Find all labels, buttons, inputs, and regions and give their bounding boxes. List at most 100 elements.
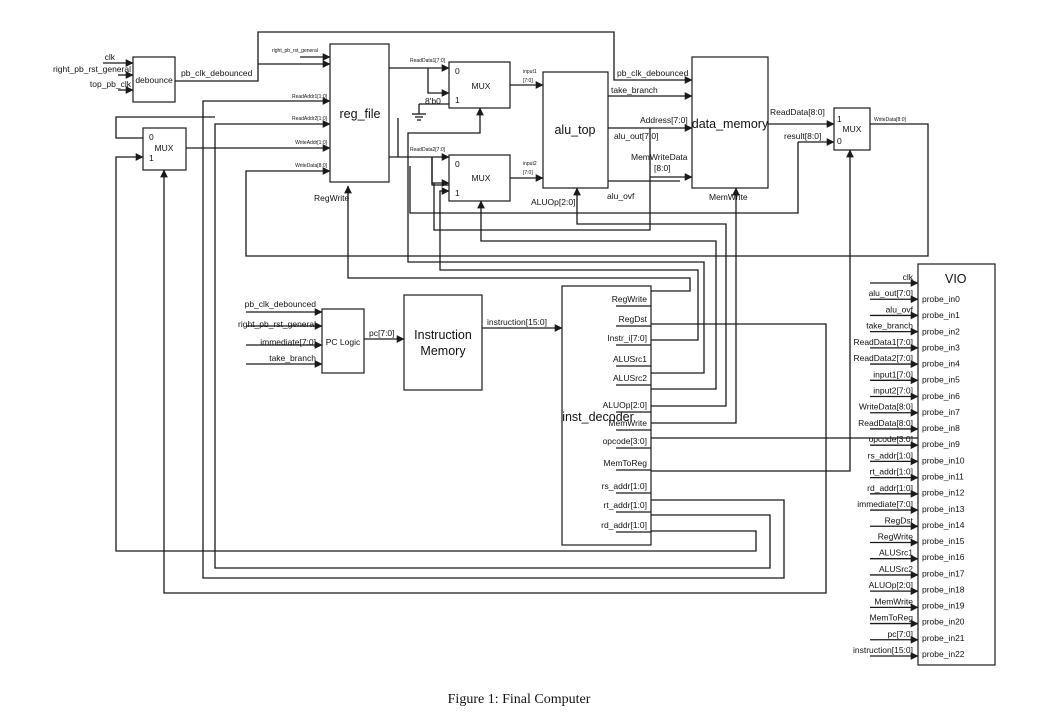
label-writeaddr: WriteAddr[1:0] xyxy=(295,140,327,146)
vio-probe-19: probe_in19 xyxy=(922,601,965,611)
svg-text:0: 0 xyxy=(149,132,154,142)
decoder-output-6: MemWrite xyxy=(608,418,647,428)
memtoreg-mux: MUX 1 0 xyxy=(833,107,871,151)
label-immediate-pc: immediate[7:0] xyxy=(260,337,316,347)
decoder-output-4: ALUSrc2 xyxy=(613,373,647,383)
svg-text:PC Logic: PC Logic xyxy=(326,337,361,347)
decoder-output-9: rs_addr[1:0] xyxy=(602,481,647,491)
label-pc: pc[7:0] xyxy=(369,328,395,338)
vio-probe-8: probe_in8 xyxy=(922,423,960,433)
svg-text:0: 0 xyxy=(455,159,460,169)
reg-file-block: reg_file xyxy=(329,43,390,183)
vio-input-2: alu_ovf xyxy=(886,304,914,314)
vio-input-21: MemToReg xyxy=(870,613,914,623)
vio-probe-22: probe_in22 xyxy=(922,649,965,659)
vio-input-23: instruction[15:0] xyxy=(853,645,913,655)
svg-text:0: 0 xyxy=(455,66,460,76)
vio-probe-7: probe_in7 xyxy=(922,407,960,417)
svg-text:1: 1 xyxy=(455,188,460,198)
svg-text:MUX: MUX xyxy=(472,81,491,91)
label-memwritedata: MemWriteData xyxy=(631,152,688,162)
wiring xyxy=(103,31,929,594)
vio-input-0: clk xyxy=(903,272,914,282)
label-input2-width: [7:0] xyxy=(523,170,533,176)
vio-input-16: RegWrite xyxy=(878,531,914,541)
decoder-output-7: opcode[3:0] xyxy=(603,436,647,446)
svg-text:MUX: MUX xyxy=(155,143,174,153)
alusrc2-mux: MUX 0 1 xyxy=(448,154,511,202)
vio-input-3: take_branch xyxy=(866,321,913,331)
label-rst-pc: right_pb_rst_general xyxy=(238,319,316,329)
vio-probe-1: probe_in1 xyxy=(922,310,960,320)
vio-probe-3: probe_in3 xyxy=(922,342,960,352)
svg-text:inst_decoder: inst_decoder xyxy=(562,410,634,424)
vio-probe-9: probe_in9 xyxy=(922,439,960,449)
label-take-branch: take_branch xyxy=(611,85,658,95)
label-take-branch-pc: take_branch xyxy=(269,353,316,363)
vio-probe-14: probe_in14 xyxy=(922,520,965,530)
vio-input-11: rs_addr[1:0] xyxy=(868,450,913,460)
label-readaddr2: ReadAddr2[1:0] xyxy=(292,116,328,122)
vio-input-labels: clk alu_out[7:0] alu_ovf take_branchReadDat… xyxy=(853,272,919,660)
decoder-output-8: MemToReg xyxy=(604,458,648,468)
vio-input-9: ReadData[8:0] xyxy=(858,418,913,428)
svg-text:Memory: Memory xyxy=(420,344,466,358)
svg-text:MUX: MUX xyxy=(843,124,862,134)
vio-probe-2: probe_in2 xyxy=(922,326,960,336)
vio-input-22: pc[7:0] xyxy=(887,629,913,639)
regdst-mux: MUX 0 1 xyxy=(142,127,187,171)
decoder-output-10: rt_addr[1:0] xyxy=(604,500,647,510)
vio-input-14: immediate[7:0] xyxy=(857,499,913,509)
vio-input-12: rt_addr[1:0] xyxy=(870,467,913,477)
signal-labels: clk right_pb_rst_general top_pb_clk pb_c… xyxy=(53,48,906,363)
debounce-block: debounce xyxy=(132,56,176,103)
vio-input-1: alu_out[7:0] xyxy=(869,288,913,298)
label-memwrite-dm: MemWrite xyxy=(709,192,748,202)
decoder-output-11: rd_addr[1:0] xyxy=(601,520,647,530)
label-readdata1: ReadData1[7:0] xyxy=(410,58,446,64)
figure-caption: Figure 1: Final Computer xyxy=(448,692,591,707)
label-memwritedata-width: [8:0] xyxy=(654,163,671,173)
svg-text:1: 1 xyxy=(837,114,842,124)
vio-probe-15: probe_in15 xyxy=(922,536,965,546)
data-memory-block: data_memory xyxy=(691,56,769,189)
vio-probe-6: probe_in6 xyxy=(922,391,960,401)
label-readdata-dm: ReadData[8:0] xyxy=(770,107,825,117)
label-aluop-alu: ALUOp[2:0] xyxy=(531,197,575,207)
decoder-output-3: ALUSrc1 xyxy=(613,354,647,364)
inst-decoder-block: inst_decoder xyxy=(561,285,652,546)
vio-probe-12: probe_in12 xyxy=(922,488,965,498)
label-alu-out: alu_out[7:0] xyxy=(614,131,658,141)
svg-text:reg_file: reg_file xyxy=(340,107,381,121)
vio-input-5: ReadData2[7:0] xyxy=(853,353,913,363)
decoder-output-1: RegDst xyxy=(619,314,648,324)
label-readaddr1: ReadAddr1[1:0] xyxy=(292,94,328,100)
label-pb-clk-pc: pb_clk_debounced xyxy=(245,299,317,309)
label-address: Address[7:0] xyxy=(640,115,688,125)
vio-input-8: WriteData[8:0] xyxy=(859,402,913,412)
svg-text:data_memory: data_memory xyxy=(692,117,769,131)
svg-text:1: 1 xyxy=(455,95,460,105)
label-pb-clk-debounced: pb_clk_debounced xyxy=(181,68,253,78)
vio-input-6: input1[7:0] xyxy=(873,369,913,379)
vio-probe-20: probe_in20 xyxy=(922,617,965,627)
vio-input-7: input2[7:0] xyxy=(873,386,913,396)
svg-text:VIO: VIO xyxy=(945,272,967,286)
vio-probe-5: probe_in5 xyxy=(922,375,960,385)
svg-text:alu_top: alu_top xyxy=(554,123,595,137)
vio-input-19: ALUOp[2:0] xyxy=(869,580,913,590)
alusrc1-mux: MUX 0 1 xyxy=(448,61,511,109)
vio-input-13: rd_addr[1:0] xyxy=(867,483,913,493)
vio-probe-4: probe_in4 xyxy=(922,359,960,369)
label-top-pb-clk: top_pb_clk xyxy=(90,79,132,89)
vio-probe-17: probe_in17 xyxy=(922,568,965,578)
label-instruction: instruction[15:0] xyxy=(487,317,547,327)
vio-input-15: RegDst xyxy=(885,515,914,525)
decoder-output-labels: RegWriteRegDstInstr_i[7:0]ALUSrc1ALUSrc2… xyxy=(601,294,651,533)
label-rst-small: right_pb_rst_general xyxy=(272,48,318,54)
vio-probe-21: probe_in21 xyxy=(922,633,965,643)
svg-text:0: 0 xyxy=(837,136,842,146)
label-input1-width: [7:0] xyxy=(523,78,533,84)
label-alu-ovf: alu_ovf xyxy=(607,191,635,201)
